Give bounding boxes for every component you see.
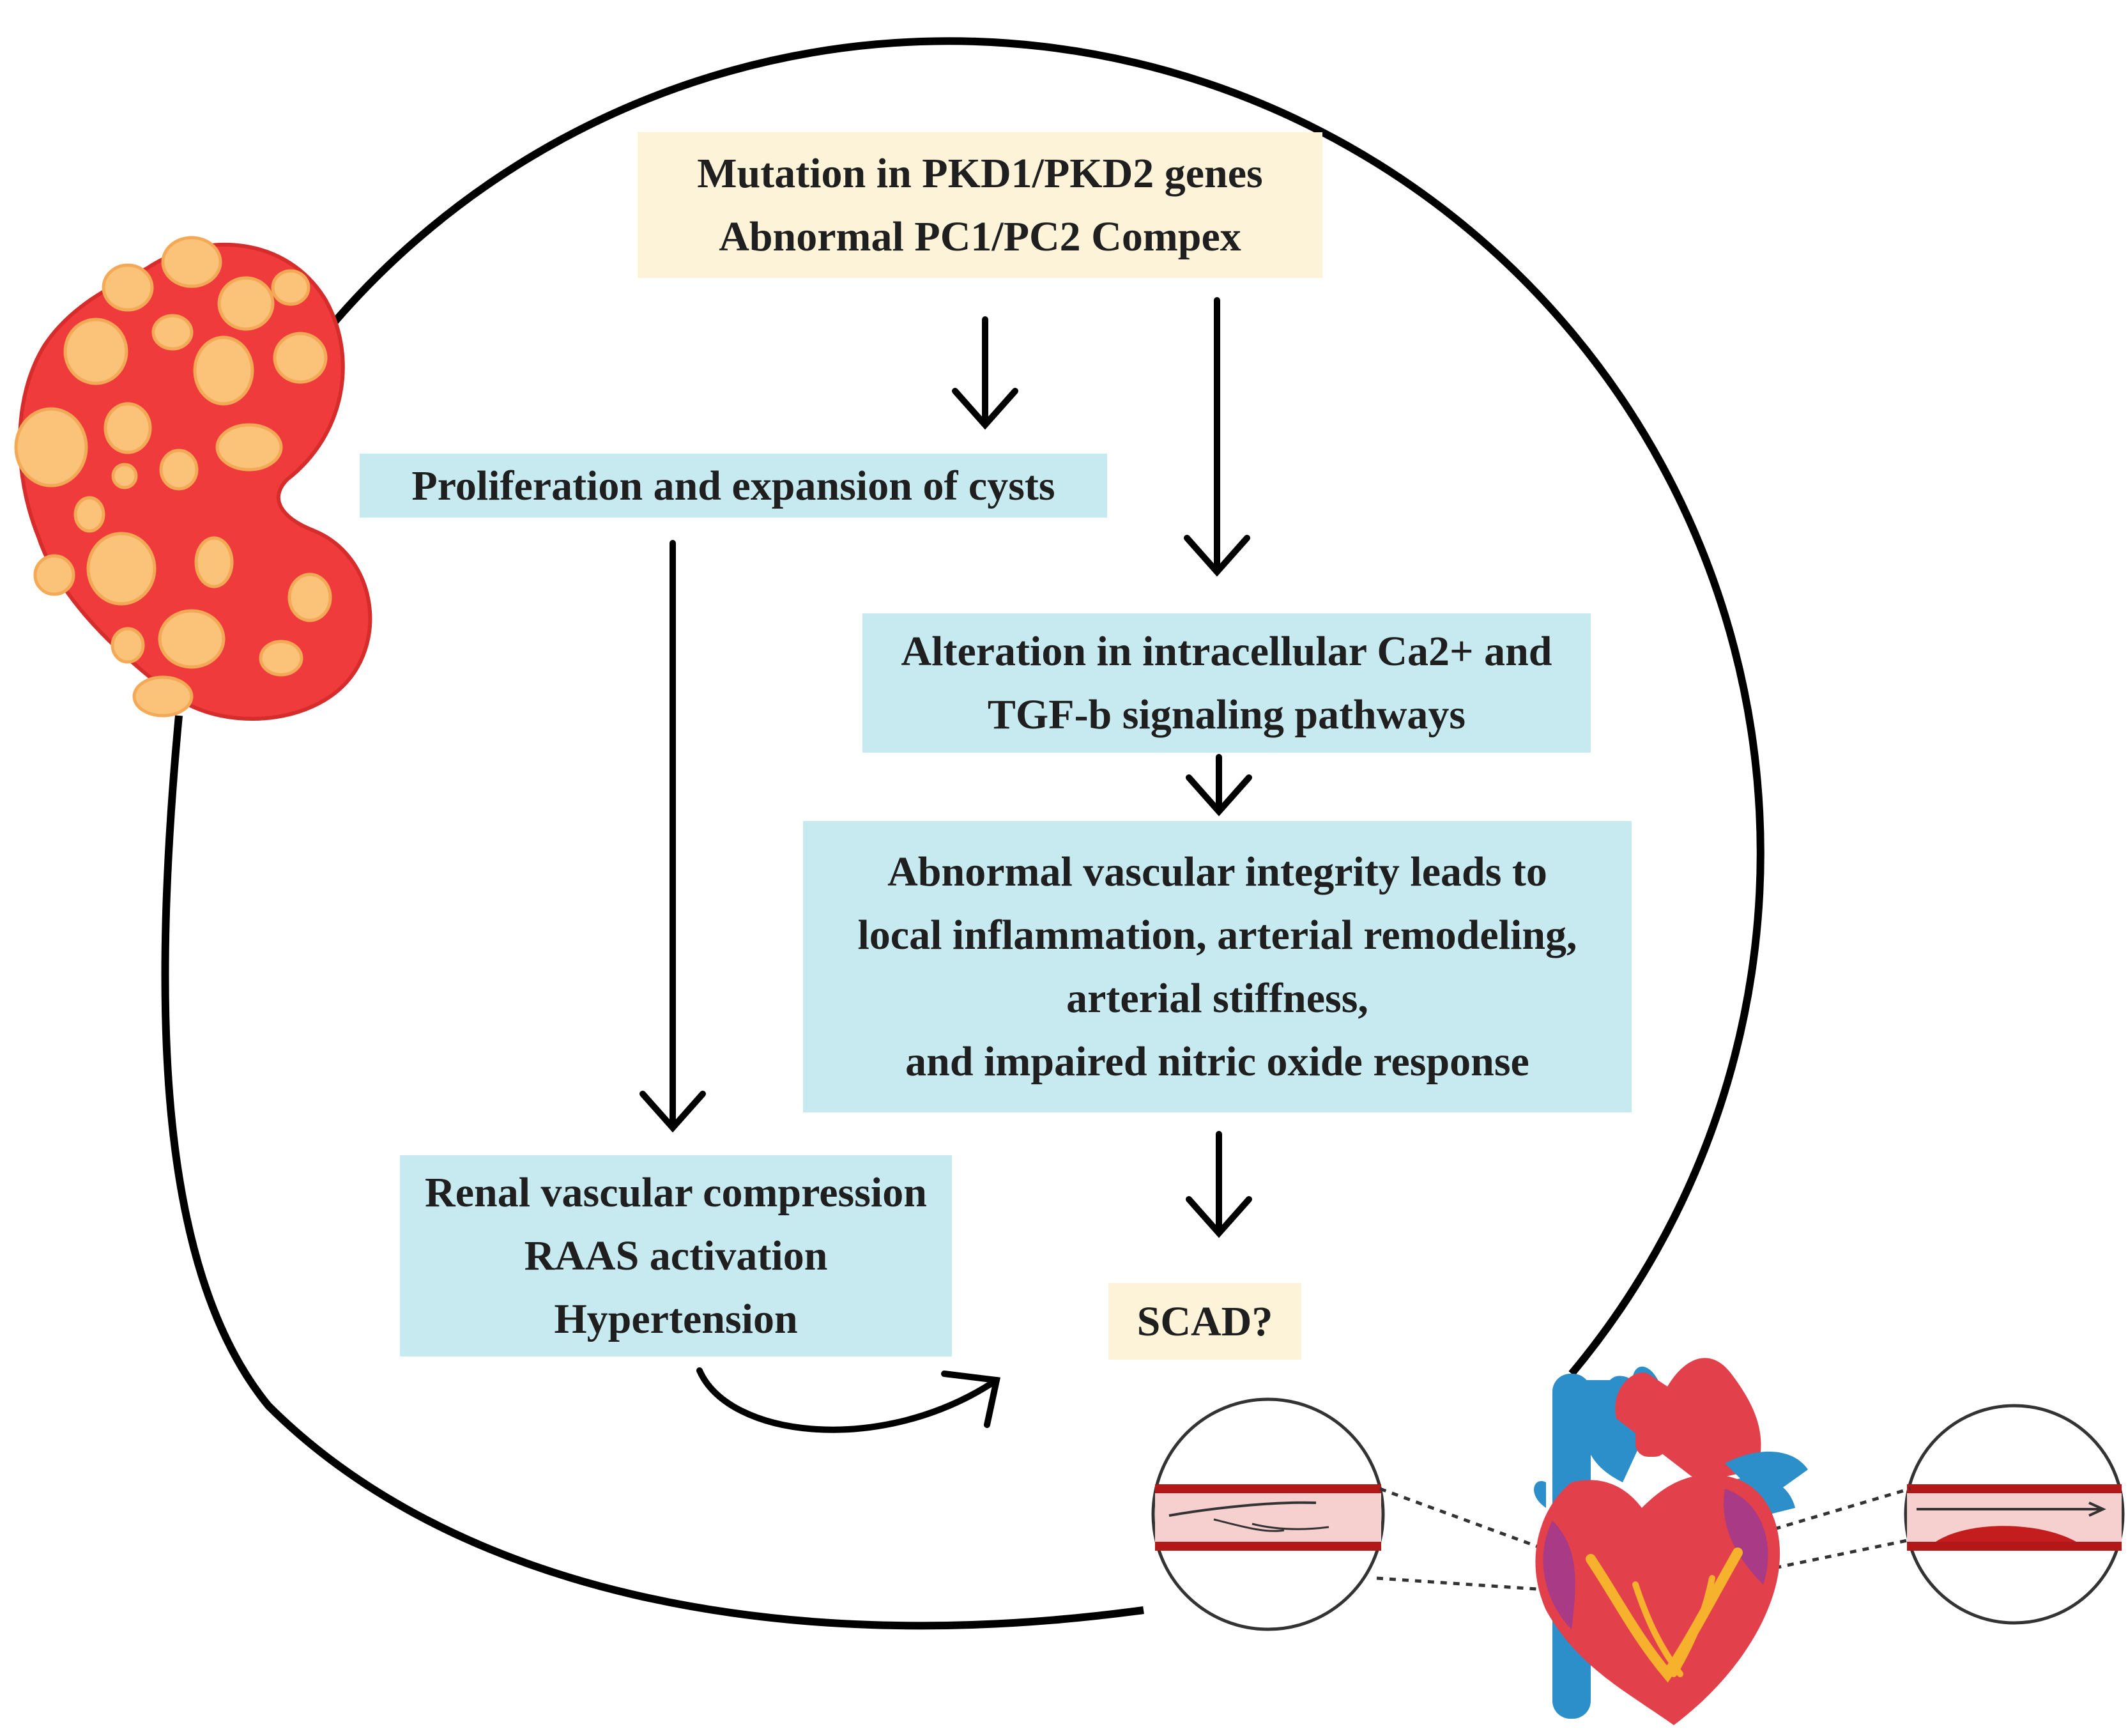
arrow-renal-to-scad	[696, 1367, 1000, 1433]
vascular-integrity-box: Abnormal vascular integrity leads to loc…	[803, 821, 1632, 1112]
mutation-box: Mutation in PKD1/PKD2 genes Abnormal PC1…	[638, 132, 1322, 278]
renal-line-2: RAAS activation	[524, 1233, 828, 1279]
plaque-vessel-magnifier	[1904, 1404, 2125, 1625]
cyst-line-1: Proliferation and expansion of cysts	[411, 462, 1055, 509]
vascular-line-3: arterial stiffness,	[1066, 975, 1368, 1022]
renal-compression-box: Renal vascular compression RAAS activati…	[400, 1155, 952, 1356]
calcium-signaling-box: Alteration in intracellular Ca2+ and TGF…	[862, 613, 1591, 753]
scad-outcome-box: SCAD?	[1108, 1283, 1301, 1360]
calcium-line-2: TGF-b signaling pathways	[987, 691, 1466, 738]
renal-line-3: Hypertension	[554, 1296, 798, 1342]
vascular-line-4: and impaired nitric oxide response	[905, 1038, 1529, 1085]
vascular-line-1: Abnormal vascular integrity leads to	[887, 849, 1547, 895]
dissection-vessel-magnifier	[1151, 1397, 1385, 1631]
flow-arrows	[639, 297, 1252, 1433]
polycystic-kidney-illustration	[14, 236, 372, 721]
scad-label: SCAD?	[1137, 1298, 1273, 1345]
renal-line-1: Renal vascular compression	[425, 1169, 927, 1216]
cycle-circle	[323, 37, 1764, 1376]
vascular-line-2: local inflammation, arterial remodeling,	[857, 912, 1577, 958]
cyst-proliferation-box: Proliferation and expansion of cysts	[360, 454, 1107, 518]
mutation-line-2: Abnormal PC1/PC2 Compex	[719, 213, 1241, 260]
cycle-circle-lower	[161, 715, 1144, 1630]
heart-illustration	[1534, 1358, 1808, 1725]
calcium-line-1: Alteration in intracellular Ca2+ and	[901, 628, 1552, 675]
mutation-line-1: Mutation in PKD1/PKD2 genes	[697, 150, 1263, 197]
